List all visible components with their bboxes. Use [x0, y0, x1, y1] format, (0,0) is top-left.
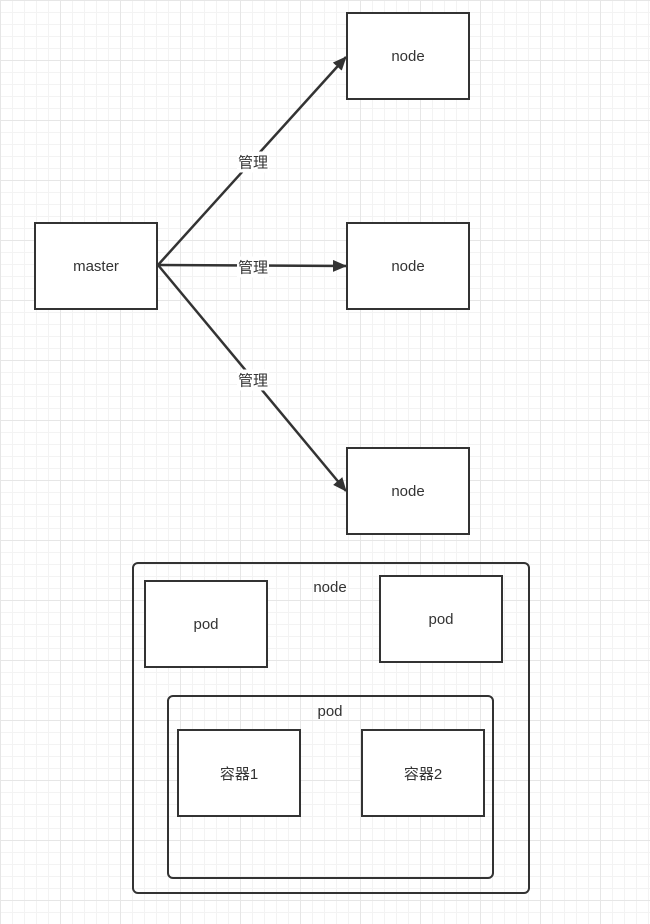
pod-box-2: pod	[379, 575, 503, 663]
master-label: master	[73, 257, 119, 275]
pod-label-1: pod	[193, 615, 219, 633]
node-box-2: node	[346, 222, 470, 310]
container-label-1: 容器1	[219, 765, 259, 783]
edge-label-1: 管理	[236, 151, 270, 173]
node-box-3: node	[346, 447, 470, 535]
inner-pod-label: pod	[317, 703, 343, 720]
container-box-1: 容器1	[177, 729, 301, 817]
container-label-2: 容器2	[403, 765, 443, 783]
pod-label-2: pod	[428, 610, 454, 628]
node-detail-container	[132, 562, 530, 894]
node-detail-label: node	[313, 579, 347, 596]
pod-box-1: pod	[144, 580, 268, 668]
container-box-2: 容器2	[361, 729, 485, 817]
master-box: master	[34, 222, 158, 310]
node-label-1: node	[391, 47, 425, 65]
edge-label-3: 管理	[236, 369, 270, 391]
inner-pod-container	[167, 695, 494, 879]
node-box-1: node	[346, 12, 470, 100]
node-label-2: node	[391, 257, 425, 275]
node-label-3: node	[391, 482, 425, 500]
edge-label-2: 管理	[236, 256, 270, 278]
